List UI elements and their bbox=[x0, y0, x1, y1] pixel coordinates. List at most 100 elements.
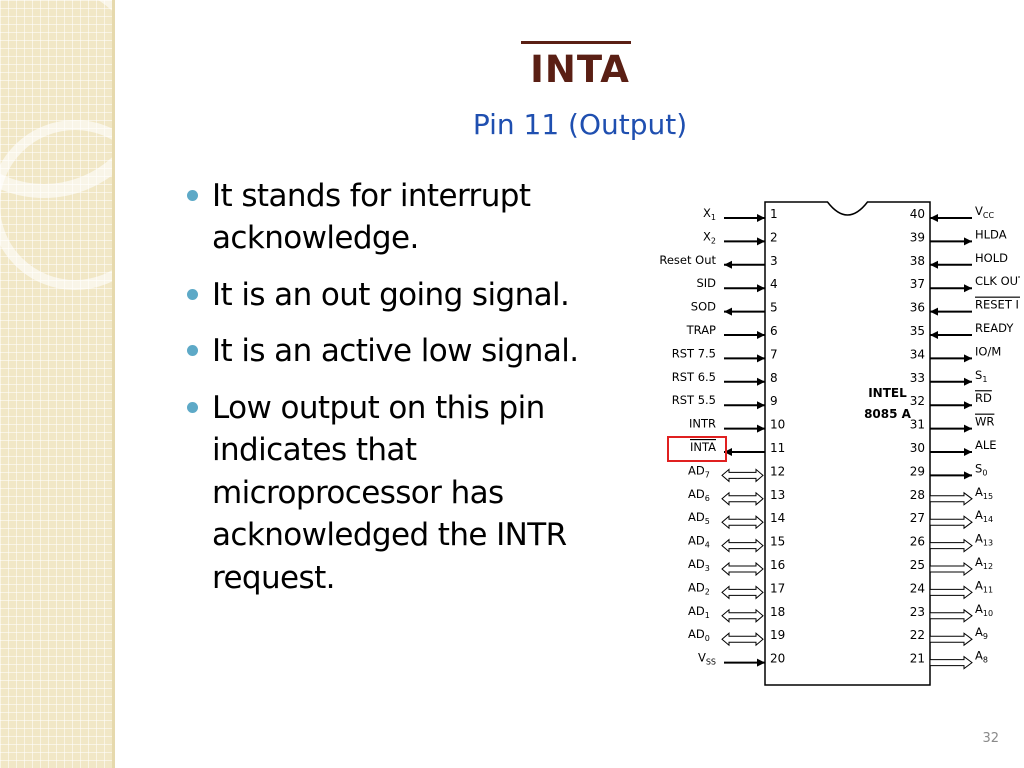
pin-out-arrow-icon bbox=[964, 284, 972, 293]
address-out-arrow-icon bbox=[929, 491, 973, 506]
address-out-arrow-icon bbox=[929, 655, 973, 670]
pin-number: 27 bbox=[910, 511, 925, 525]
pin-number: 22 bbox=[910, 628, 925, 642]
pin-number: 11 bbox=[770, 441, 785, 455]
pin-name: A9 bbox=[975, 625, 988, 641]
pin-number: 4 bbox=[770, 277, 778, 291]
pin-name: AD2 bbox=[688, 580, 710, 596]
pin-number: 38 bbox=[910, 254, 925, 268]
pin-in-arrow-icon bbox=[930, 260, 938, 269]
chip-body bbox=[764, 201, 931, 686]
pin-number: 40 bbox=[910, 207, 925, 221]
pin-name: AD3 bbox=[688, 557, 710, 573]
pin-in-arrow-icon bbox=[757, 284, 765, 293]
pin-name: S0 bbox=[975, 461, 987, 477]
bullet-dot-icon bbox=[187, 345, 198, 357]
bidirectional-arrow-icon bbox=[721, 538, 764, 553]
pin-name: RST 6.5 bbox=[672, 370, 716, 384]
address-out-arrow-icon bbox=[929, 538, 973, 553]
pin-name: A8 bbox=[975, 649, 988, 665]
pin-in-arrow-icon bbox=[757, 331, 765, 339]
pin-name: RST 7.5 bbox=[672, 346, 716, 360]
pin-name: AD0 bbox=[688, 627, 710, 643]
pin-out-arrow-icon bbox=[964, 377, 972, 386]
bullet-item: Low output on this pin indicates that mi… bbox=[185, 387, 640, 599]
pin-number: 14 bbox=[770, 511, 785, 525]
pin-name: RST 5.5 bbox=[672, 393, 716, 407]
slide-title: INTA bbox=[530, 48, 630, 91]
bullet-dot-icon bbox=[187, 190, 198, 201]
pin-number: 6 bbox=[770, 324, 778, 338]
sidebar-swirl bbox=[0, 120, 112, 290]
bullet-list: It stands for interrupt acknowledge. It … bbox=[185, 175, 640, 613]
chip-label: INTEL bbox=[868, 386, 907, 400]
address-out-arrow-icon bbox=[929, 608, 973, 623]
pin-out-arrow-icon bbox=[964, 237, 972, 246]
pin-out-arrow-icon bbox=[964, 424, 972, 433]
pin-number: 32 bbox=[910, 394, 925, 408]
pin-in-arrow-icon bbox=[757, 377, 765, 386]
pin-number: 31 bbox=[910, 418, 925, 432]
bidirectional-arrow-icon bbox=[721, 468, 764, 483]
pin-in-arrow-icon bbox=[757, 237, 765, 246]
pin-name: WR bbox=[975, 415, 994, 429]
pin-number: 24 bbox=[910, 581, 925, 595]
pin-name: A12 bbox=[975, 555, 993, 571]
pin-out-arrow-icon bbox=[964, 471, 972, 480]
address-out-arrow-icon bbox=[929, 632, 973, 647]
bidirectional-arrow-icon bbox=[721, 515, 764, 530]
address-out-arrow-icon bbox=[929, 585, 973, 600]
bullet-dot-icon bbox=[187, 288, 198, 300]
pin-number: 3 bbox=[770, 254, 778, 268]
pin-name: IO/M bbox=[975, 344, 1001, 358]
pin-number: 26 bbox=[910, 535, 925, 549]
pin-name: A10 bbox=[975, 602, 993, 618]
pin-name: RESET IN bbox=[975, 298, 1020, 312]
bullet-text: Low output on this pin indicates that mi… bbox=[212, 389, 567, 596]
pin-name: TRAP bbox=[686, 323, 716, 337]
bullet-item: It stands for interrupt acknowledge. bbox=[185, 175, 640, 260]
pin-in-arrow-icon bbox=[930, 331, 938, 339]
pin-name: AD1 bbox=[688, 604, 710, 620]
chip-label: 8085 A bbox=[864, 407, 912, 421]
pin-number: 5 bbox=[770, 301, 778, 315]
pin-name: AD6 bbox=[688, 487, 710, 503]
pin-number: 25 bbox=[910, 558, 925, 572]
bullet-text: It stands for interrupt acknowledge. bbox=[212, 178, 531, 257]
pin-out-arrow-icon bbox=[964, 448, 972, 456]
pin-name: HLDA bbox=[975, 227, 1007, 241]
pin-number: 16 bbox=[770, 558, 785, 572]
pin-number: 13 bbox=[770, 488, 785, 502]
pin-number: 10 bbox=[770, 418, 785, 432]
pin-number: 37 bbox=[910, 277, 925, 291]
bullet-text: It is an active low signal. bbox=[212, 333, 579, 370]
pin-number: 1 bbox=[770, 207, 778, 221]
pin-name: RD bbox=[975, 391, 992, 405]
pin-name: AD7 bbox=[688, 463, 710, 479]
pin-out-arrow-icon bbox=[964, 354, 972, 363]
pin-name: A14 bbox=[975, 508, 993, 524]
pin-in-arrow-icon bbox=[757, 658, 765, 667]
pin-number: 17 bbox=[770, 581, 785, 595]
bullet-dot-icon bbox=[187, 401, 198, 413]
pin-out-arrow-icon bbox=[724, 448, 732, 456]
title-overbar bbox=[521, 41, 631, 44]
bullet-text: It is an out going signal. bbox=[212, 276, 570, 313]
pin-number: 30 bbox=[910, 441, 925, 455]
pin-name: S1 bbox=[975, 368, 987, 384]
bidirectional-arrow-icon bbox=[721, 632, 764, 647]
decorative-sidebar bbox=[0, 0, 112, 768]
pin-number: 36 bbox=[910, 301, 925, 315]
pin-name: ALE bbox=[975, 438, 997, 452]
pin-number: 28 bbox=[910, 488, 925, 502]
bidirectional-arrow-icon bbox=[721, 585, 764, 600]
pin-out-arrow-icon bbox=[724, 307, 732, 316]
pin-in-arrow-icon bbox=[757, 424, 765, 433]
pin-in-arrow-icon bbox=[930, 214, 938, 222]
pin-number: 34 bbox=[910, 347, 925, 361]
pin-out-arrow-icon bbox=[964, 401, 972, 410]
pin-out-arrow-icon bbox=[724, 260, 732, 269]
pin-name: A11 bbox=[975, 578, 993, 594]
pin-name: READY bbox=[975, 321, 1014, 335]
